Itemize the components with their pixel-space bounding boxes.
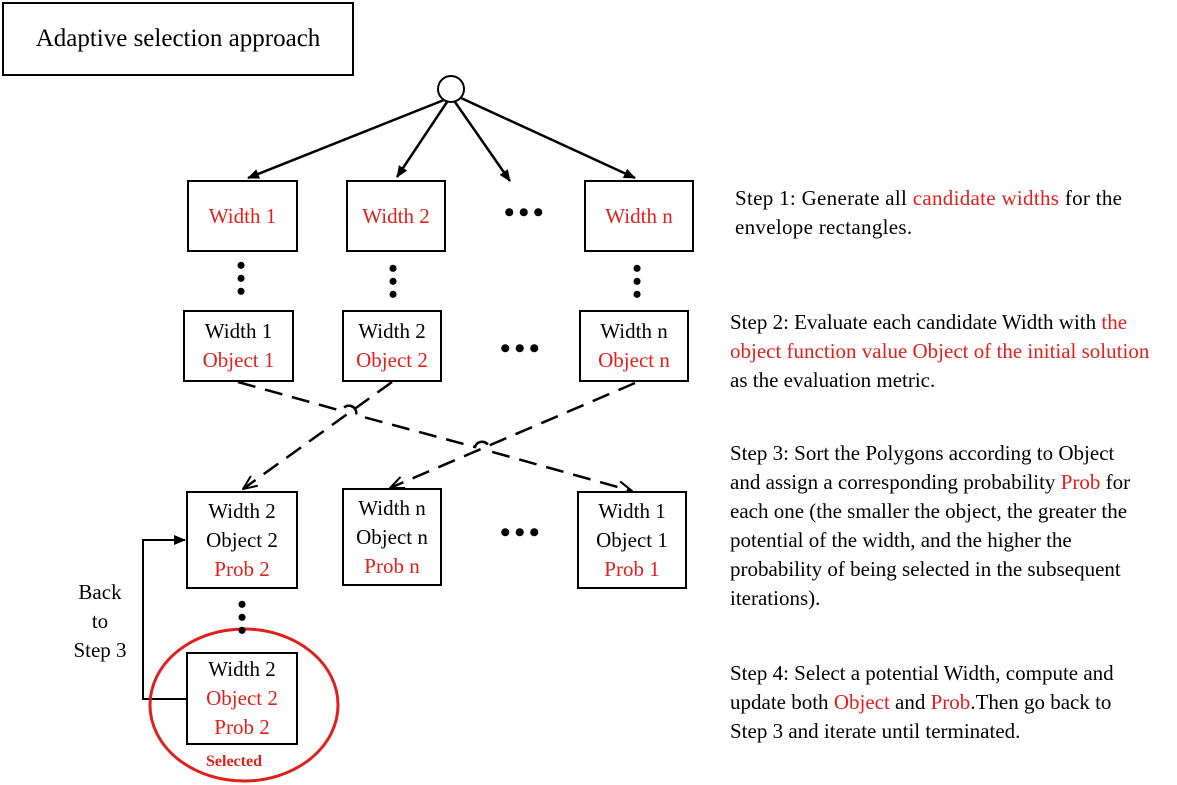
widthn-box: Width n xyxy=(584,180,694,252)
width1-box: Width 1 xyxy=(187,180,298,252)
step4-part-c: and xyxy=(889,690,931,714)
selected-label: Selected xyxy=(206,753,262,770)
back-label-line3: Step 3 xyxy=(73,638,127,662)
row2-width2: Width 2 xyxy=(358,319,426,343)
arrow-root-ellipsis xyxy=(453,101,512,182)
step4-part-d: Prob xyxy=(930,690,971,714)
row3-prob1: Prob 1 xyxy=(604,556,660,581)
root-node xyxy=(437,75,465,103)
arrow-root-width1 xyxy=(247,98,445,180)
row3-probn: Prob n xyxy=(364,553,420,578)
vdots-selected: ••• xyxy=(237,590,247,645)
selected-box: Width 2 Object 2 Prob 2 xyxy=(186,652,298,745)
widthn-objectn-box: Width n Object n xyxy=(579,310,689,382)
row3-objectn: Object n xyxy=(356,524,428,549)
step2-text: Step 2: Evaluate each candidate Width wi… xyxy=(730,308,1160,395)
row3-widthn: Width n xyxy=(358,495,426,520)
row2-widthn: Width n xyxy=(600,319,668,343)
step1-part-b: candidate widths xyxy=(912,186,1060,210)
step2-part-b: the object function value Object of the … xyxy=(730,310,1150,363)
vdots-col3: ••• xyxy=(632,254,642,309)
selected-prob: Prob 2 xyxy=(214,715,270,739)
selected-ellipse xyxy=(148,627,340,783)
step1-text: Step 1: Generate all candidate widths fo… xyxy=(735,184,1175,242)
step3-part-c: for each one (the smaller the object, th… xyxy=(730,470,1131,610)
step4-part-b: Object xyxy=(833,690,890,714)
row2-ellipsis: ••• xyxy=(500,332,544,365)
row3-ellipsis: ••• xyxy=(500,516,544,549)
width2-box: Width 2 xyxy=(346,180,446,252)
arrow-root-width2 xyxy=(395,101,449,178)
selected-width: Width 2 xyxy=(208,657,276,681)
row1-ellipsis: ••• xyxy=(504,196,548,229)
row2-object1: Object 1 xyxy=(202,348,275,372)
row3-width1: Width 1 xyxy=(598,498,666,523)
back-label-line1: Back xyxy=(78,580,122,604)
step3-text: Step 3: Sort the Polygons according to O… xyxy=(730,439,1140,613)
width1-object1-box: Width 1 Object 1 xyxy=(183,310,294,382)
step4-text: Step 4: Select a potential Width, comput… xyxy=(730,659,1150,746)
widthn-probn-box: Width n Object n Prob n xyxy=(342,488,442,586)
width1-label: Width 1 xyxy=(208,203,277,228)
width2-label: Width 2 xyxy=(362,203,430,228)
width1-prob1-box: Width 1 Object 1 Prob 1 xyxy=(577,491,687,589)
vdots-col1: ••• xyxy=(236,251,246,306)
step1-part-c: for the envelope rectangles. xyxy=(735,186,1123,239)
back-label: Back to Step 3 xyxy=(60,578,140,665)
row3-object2: Object 2 xyxy=(206,527,278,552)
step1-part-a: Step 1: Generate all xyxy=(735,186,913,210)
step2-part-a: Step 2: Evaluate each candidate Width wi… xyxy=(730,310,1102,334)
dashed-arrow-object2-to-prob2 xyxy=(243,380,393,489)
widthn-label: Width n xyxy=(605,203,673,228)
vdots-col2: ••• xyxy=(388,254,398,309)
arrow-root-widthn xyxy=(460,96,636,180)
step3-part-b: Prob xyxy=(1060,470,1101,494)
width2-object2-box: Width 2 Object 2 xyxy=(342,310,442,382)
step4-part-a: Step 4: Select a potential Width, comput… xyxy=(730,661,1114,714)
title-box: Adaptive selection approach xyxy=(2,2,354,76)
step4-part-e: .Then go back to Step 3 and iterate unti… xyxy=(730,690,1112,743)
step3-part-a: Step 3: Sort the Polygons according to O… xyxy=(730,441,1115,494)
step2-part-c: as the evaluation metric. xyxy=(730,368,936,392)
row2-object2: Object 2 xyxy=(356,348,428,372)
row2-objectn: Object n xyxy=(598,348,670,372)
row2-width1: Width 1 xyxy=(204,319,273,343)
selected-object: Object 2 xyxy=(206,686,278,710)
back-label-line2: to xyxy=(91,609,109,633)
row3-object1: Object 1 xyxy=(596,527,668,552)
dashed-arrow-object1-to-prob1 xyxy=(237,380,632,491)
row3-width2: Width 2 xyxy=(208,498,276,523)
back-loop-arrow xyxy=(142,535,187,700)
dashed-arrow-objectn-to-probn xyxy=(390,381,636,490)
width2-prob2-box: Width 2 Object 2 Prob 2 xyxy=(186,491,298,589)
diagram-title: Adaptive selection approach xyxy=(35,25,321,52)
row3-prob2: Prob 2 xyxy=(214,556,270,581)
